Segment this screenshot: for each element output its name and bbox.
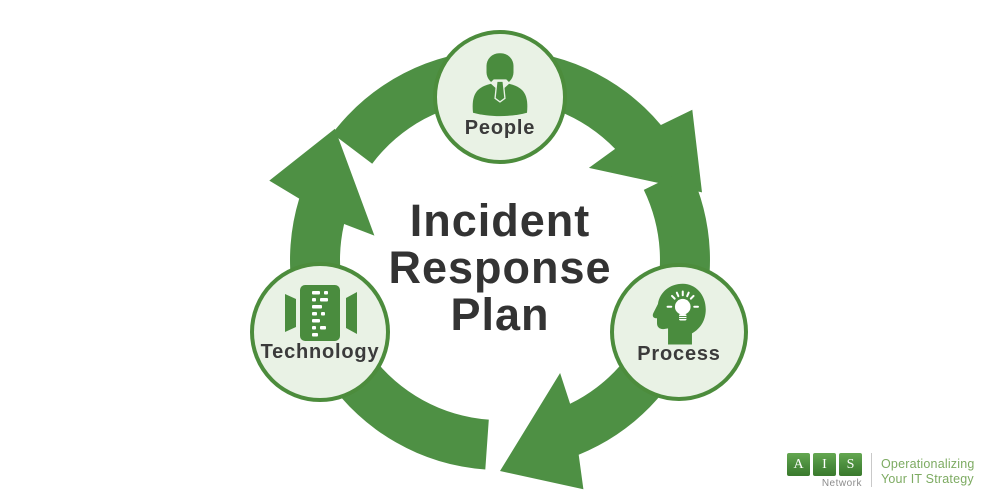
node-people: People xyxy=(433,30,567,164)
person-icon xyxy=(472,53,528,117)
diagram-title: Incident Response Plan xyxy=(300,197,700,338)
logo-tagline: Operationalizing Your IT Strategy xyxy=(881,453,975,487)
arrow-technology-to-people-to-process xyxy=(332,49,702,193)
arrow-process-to-bottom xyxy=(500,167,710,490)
logo-square-s: S xyxy=(839,453,862,476)
logo-tagline-line1: Operationalizing xyxy=(881,457,975,471)
arrow-bottom-to-technology-up xyxy=(269,128,489,470)
logo-square-a: A xyxy=(787,453,810,476)
head-lightbulb-icon xyxy=(652,283,706,345)
ais-network-logo: A I S Network Operationalizing Your IT S… xyxy=(787,453,975,489)
node-technology: Technology xyxy=(250,262,390,402)
logo-square-i: I xyxy=(813,453,836,476)
cycle-arrows xyxy=(269,49,710,490)
server-icon xyxy=(285,285,357,341)
logo-network-text: Network xyxy=(821,478,862,489)
node-label-technology: Technology xyxy=(261,341,380,363)
diagram-title-line1: Incident xyxy=(409,195,591,246)
logo-squares: A I S xyxy=(787,453,865,476)
node-label-process: Process xyxy=(637,343,720,365)
diagram-title-line2: Response xyxy=(388,242,612,293)
logo-divider xyxy=(871,453,872,487)
node-process: Process xyxy=(610,263,748,401)
logo-block: A I S Network xyxy=(787,453,865,489)
logo-tagline-line2: Your IT Strategy xyxy=(881,472,974,486)
diagram-title-line3: Plan xyxy=(450,289,550,340)
node-label-people: People xyxy=(465,117,535,139)
